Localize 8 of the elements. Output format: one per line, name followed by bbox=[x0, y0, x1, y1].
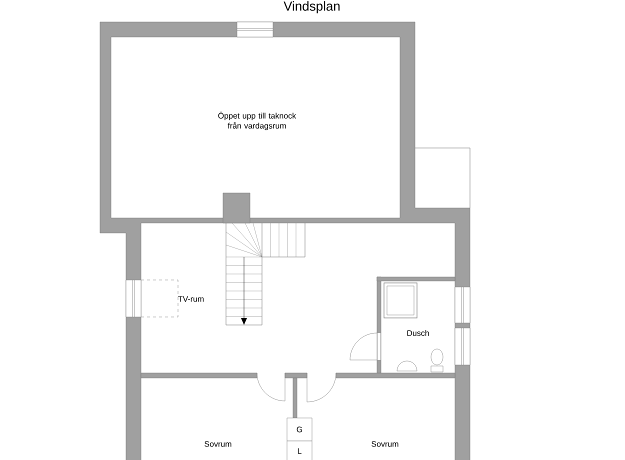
room-label: TV-rum bbox=[178, 296, 204, 302]
closet-box: L bbox=[286, 440, 312, 460]
room-label: Dusch bbox=[407, 330, 429, 336]
room-label: Öppet upp till taknock från vardagsrum bbox=[218, 112, 296, 130]
room-label: Sovrum bbox=[372, 441, 398, 447]
plan-title: Vindsplan bbox=[284, 1, 340, 14]
room-label: Sovrum bbox=[204, 441, 232, 447]
closet-box: G bbox=[286, 418, 312, 442]
